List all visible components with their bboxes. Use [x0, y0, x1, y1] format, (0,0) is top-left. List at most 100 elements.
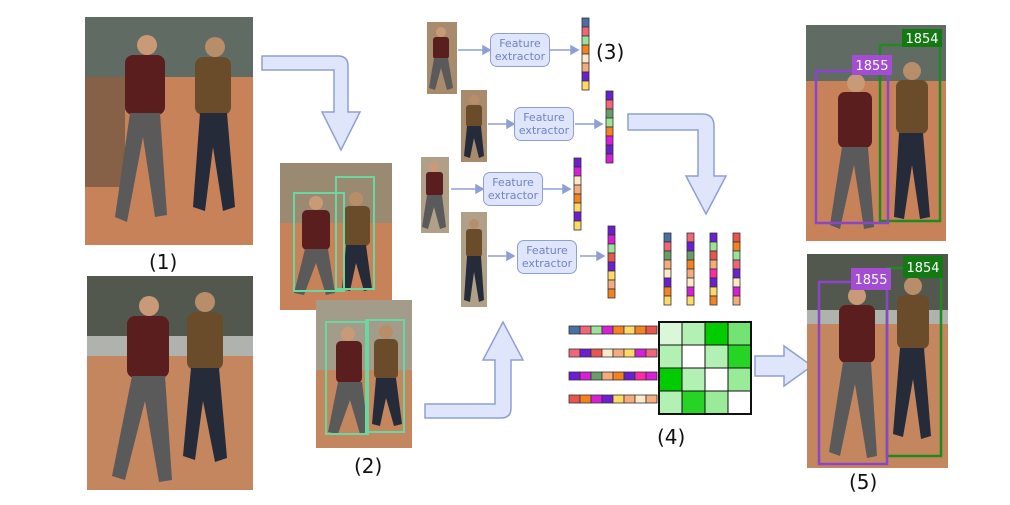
label-features: (3) [596, 40, 625, 64]
matrix-row-vector-2-cell [579, 348, 592, 358]
matrix-column-vector-4-cell [732, 277, 741, 288]
feature-vector-2-cell [605, 117, 614, 128]
feature-extractor-4: Feature extractor [517, 240, 577, 274]
affinity-cell [727, 321, 752, 346]
feature-vector-1-cell [581, 71, 590, 82]
label-detections: (2) [354, 454, 383, 478]
matrix-row-vector-1-cell [623, 325, 636, 335]
feature-vector-3-cell [573, 157, 582, 168]
matrix-column-vector-1-cell [663, 295, 672, 306]
feature-extractor-label: Feature [523, 111, 565, 124]
matrix-column-vector-3-cell [709, 286, 718, 297]
matrix-row-vector-4-cell [590, 394, 603, 404]
frame-1-top-photo [85, 17, 253, 245]
feature-extractor-label: extractor [518, 124, 570, 137]
matrix-column-vector-2-cell [686, 259, 695, 270]
feature-vector-1-cell [581, 35, 590, 46]
affinity-cell [704, 321, 729, 346]
matrix-column-vector-1-cell [663, 232, 672, 243]
matrix-column-vector-3-cell [709, 241, 718, 252]
matrix-column-vector-3-cell [709, 250, 718, 261]
matrix-row-vector-2-cell [568, 348, 581, 358]
crop-3 [421, 157, 449, 233]
feature-extractor-label: Feature [526, 244, 568, 257]
feature-vector-2-cell [605, 108, 614, 119]
arrow-detections-to-crops [424, 320, 525, 419]
matrix-column-vector-2-cell [686, 241, 695, 252]
matrix-row-vector-1-cell [579, 325, 592, 335]
matrix-row-vector-4-cell [645, 394, 658, 404]
feature-extractor-1: Feature extractor [490, 33, 550, 67]
affinity-cell [658, 390, 683, 415]
matrix-column-vector-2-cell [686, 232, 695, 243]
feature-extractor-label: Feature [492, 176, 534, 189]
matrix-row-vector-1-cell [601, 325, 614, 335]
arrow-features-to-matrix [627, 113, 728, 216]
feature-vector-3-cell [573, 175, 582, 186]
matrix-row-vector-2-cell [645, 348, 658, 358]
feature-extractor-label: Feature [499, 37, 541, 50]
feature-vector-1-cell [581, 53, 590, 64]
matrix-row-vector-1-cell [612, 325, 625, 335]
feature-vector-2-cell [605, 90, 614, 101]
matrix-row-vector-2-cell [612, 348, 625, 358]
matrix-row-vector-4-cell [568, 394, 581, 404]
feature-extractor-label: extractor [494, 50, 546, 63]
feature-vector-4-cell [607, 270, 616, 281]
track-id-purple-bottom: 1855 [854, 273, 887, 288]
affinity-cell [681, 390, 706, 415]
feature-vector-4-cell [607, 279, 616, 290]
feature-vector-2-cell [605, 153, 614, 164]
affinity-cell [704, 367, 729, 392]
frame-5-bottom-photo: 1854 1855 [807, 254, 948, 468]
matrix-row-vector-3-cell [623, 371, 636, 381]
matrix-column-vector-2-cell [686, 277, 695, 288]
matrix-row-vector-2-cell [634, 348, 647, 358]
feature-extractor-label: extractor [521, 257, 573, 270]
matrix-row-vector-3-cell [568, 371, 581, 381]
feature-vector-4-cell [607, 243, 616, 254]
affinity-cell [658, 367, 683, 392]
affinity-cell [658, 344, 683, 369]
matrix-column-vector-1-cell [663, 250, 672, 261]
matrix-column-vector-4-cell [732, 232, 741, 243]
feature-vector-4-cell [607, 261, 616, 272]
matrix-row-vector-2-cell [601, 348, 614, 358]
matrix-column-vector-1-cell [663, 241, 672, 252]
affinity-matrix-border [658, 321, 752, 415]
matrix-row-vector-1-cell [634, 325, 647, 335]
matrix-row-vector-4-cell [612, 394, 625, 404]
frame-1-bottom-photo [87, 276, 253, 490]
matrix-column-vector-4-cell [732, 295, 741, 306]
matrix-row-vector-1-cell [568, 325, 581, 335]
matrix-row-vector-3-cell [579, 371, 592, 381]
matrix-column-vector-2-cell [686, 250, 695, 261]
matrix-column-vector-4-cell [732, 241, 741, 252]
matrix-column-vector-1-cell [663, 268, 672, 279]
matrix-row-vector-3-cell [601, 371, 614, 381]
feature-vector-2-cell [605, 126, 614, 137]
feature-vector-2-cell [605, 99, 614, 110]
matrix-row-vector-3-cell [590, 371, 603, 381]
feature-vector-2-cell [605, 144, 614, 155]
matrix-column-vector-2-cell [686, 286, 695, 297]
affinity-cell [727, 344, 752, 369]
matrix-row-vector-3-cell [645, 371, 658, 381]
affinity-cell [681, 367, 706, 392]
matrix-row-vector-1-cell [590, 325, 603, 335]
feature-vector-4-cell [607, 252, 616, 263]
feature-vector-3-cell [573, 211, 582, 222]
feature-vector-1-cell [581, 80, 590, 91]
feature-vector-1-cell [581, 26, 590, 37]
feature-vector-3-cell [573, 220, 582, 231]
crop-4 [461, 212, 487, 307]
matrix-column-vector-1-cell [663, 286, 672, 297]
feature-vector-3-cell [573, 166, 582, 177]
matrix-column-vector-3-cell [709, 259, 718, 270]
crop-2 [461, 90, 487, 162]
matrix-row-vector-3-cell [612, 371, 625, 381]
feature-vector-3-cell [573, 202, 582, 213]
affinity-cell [704, 344, 729, 369]
matrix-column-vector-4-cell [732, 259, 741, 270]
